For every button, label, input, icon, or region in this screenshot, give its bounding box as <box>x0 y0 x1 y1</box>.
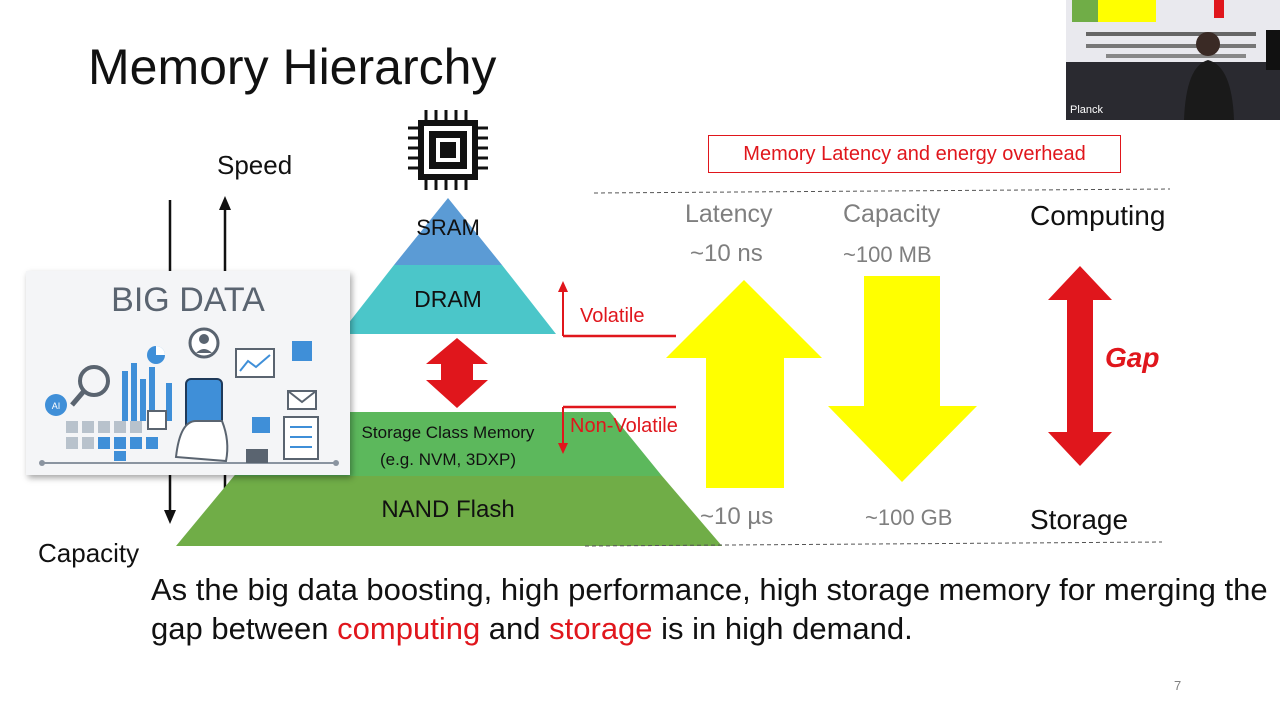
top-dashed-line <box>593 188 1171 194</box>
big-data-illustration: BIG DATA AI <box>26 271 350 475</box>
cpu-chip-icon <box>408 110 488 190</box>
caption-text-part3: is in high demand. <box>652 611 913 646</box>
capacity-bottom-value: ~100 GB <box>865 505 953 530</box>
dram-layer <box>340 265 556 334</box>
caption-text-part1: As the big data boosting, high performan… <box>151 572 1268 646</box>
scm-example-label: (e.g. NVM, 3DXP) <box>379 450 517 469</box>
speed-axis-label: Speed <box>217 150 293 180</box>
big-data-title: BIG DATA <box>111 281 265 319</box>
capacity-down-arrow <box>828 276 977 482</box>
non-volatile-label: Non-Volatile <box>570 415 678 437</box>
slide-caption: As the big data boosting, high performan… <box>151 570 1280 648</box>
gap-label: Gap <box>1105 342 1160 373</box>
speaker-video-tile[interactable]: Planck <box>1066 0 1280 120</box>
volatile-label: Volatile <box>580 305 645 327</box>
nand-layer <box>176 476 722 546</box>
slide-title: Memory Hierarchy <box>88 39 497 95</box>
computing-label: Computing <box>1030 200 1166 231</box>
bottom-dashed-line <box>584 541 1163 547</box>
sram-label: SRAM <box>416 215 480 240</box>
dram-scm-double-arrow <box>426 338 488 408</box>
latency-top-value: ~10 ns <box>690 240 763 267</box>
latency-header: Latency <box>685 200 773 228</box>
svg-text:AI: AI <box>52 401 61 411</box>
volatile-marker <box>558 281 676 338</box>
caption-storage-word: storage <box>549 611 653 646</box>
scm-label: Storage Class Memory <box>361 423 535 442</box>
latency-up-arrow <box>666 280 822 488</box>
latency-overhead-box: Memory Latency and energy overhead <box>708 135 1121 173</box>
storage-label: Storage <box>1030 504 1129 535</box>
nand-flash-label: NAND Flash <box>381 496 515 523</box>
latency-bottom-value: ~10 µs <box>700 503 774 530</box>
sram-layer <box>394 198 502 265</box>
dram-label: DRAM <box>414 286 482 312</box>
caption-computing-word: computing <box>337 611 481 646</box>
big-data-graphic: AI <box>39 327 339 466</box>
non-volatile-marker <box>558 405 676 454</box>
capacity-header: Capacity <box>843 200 941 228</box>
speaker-video-frame <box>1066 0 1280 120</box>
caption-text-part2: and <box>480 611 550 646</box>
participant-name: Planck <box>1070 104 1104 116</box>
gap-double-arrow <box>1048 266 1112 466</box>
capacity-top-value: ~100 MB <box>843 242 932 267</box>
capacity-axis-label: Capacity <box>38 538 140 568</box>
page-number: 7 <box>1174 678 1182 693</box>
